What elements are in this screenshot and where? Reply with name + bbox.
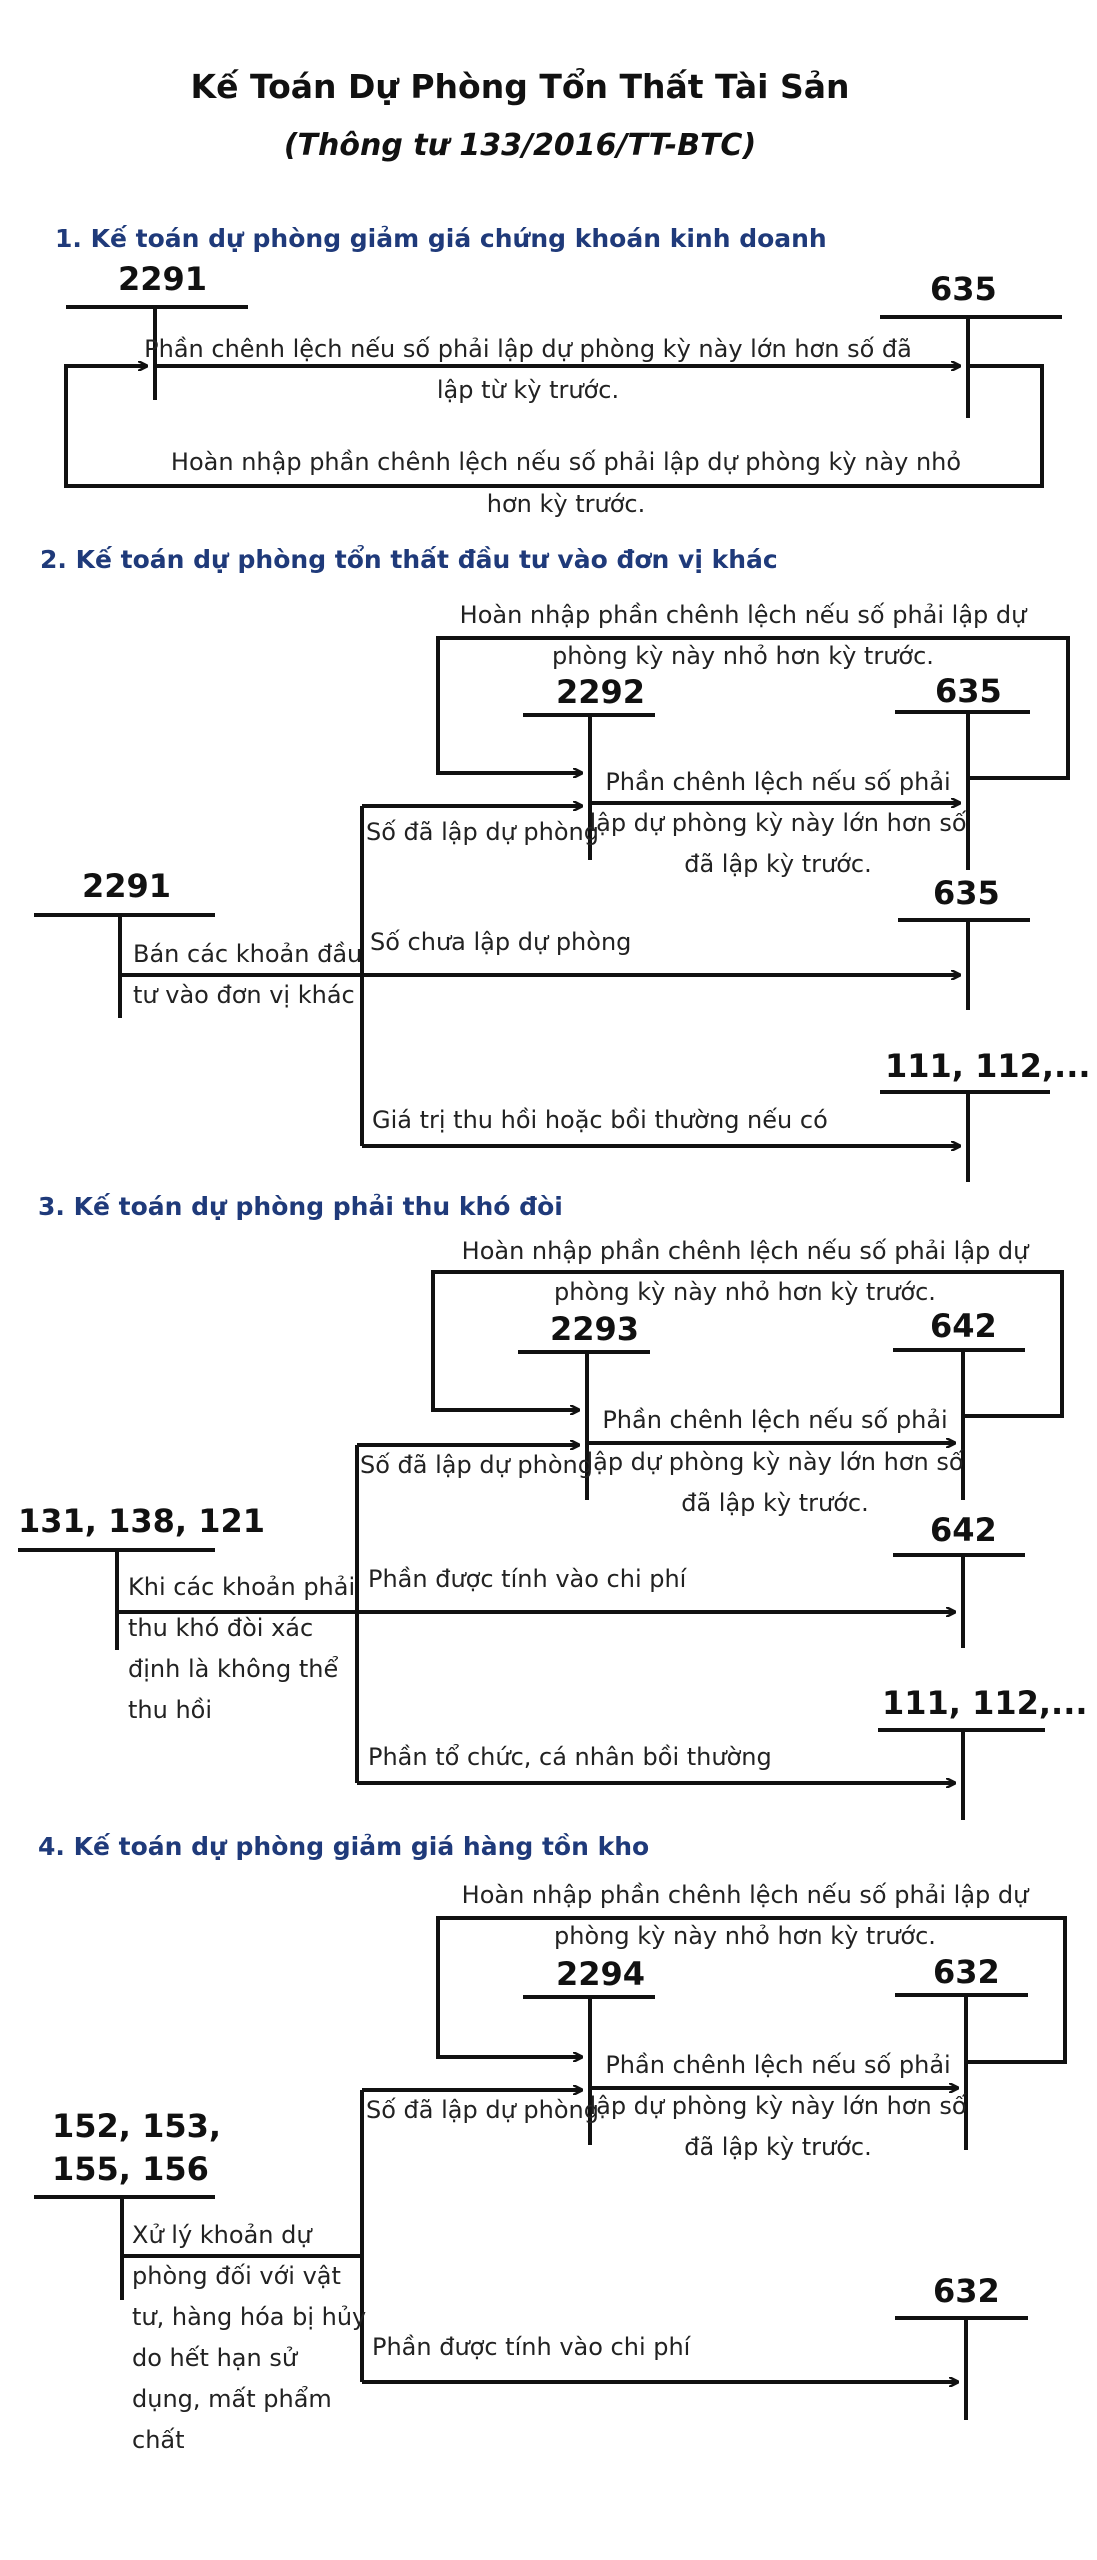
- section-4-heading: 4. Kế toán dự phòng giảm giá hàng tồn kh…: [38, 1832, 649, 1861]
- arrow-label: Phần chênh lệch nếu số phải: [602, 1406, 947, 1434]
- account-111-label: 111, 112,...: [885, 1047, 1091, 1085]
- account-642-label: 642: [930, 1511, 997, 1549]
- arrow-label: Số đã lập dự phòng: [366, 818, 599, 846]
- arrow-label: Hoàn nhập phần chênh lệch nếu số phải lậ…: [462, 1881, 1031, 1909]
- arrow-label: Phần tổ chức, cá nhân bồi thường: [368, 1743, 772, 1771]
- arrow-label: phòng kỳ này nhỏ hơn kỳ trước.: [554, 1278, 936, 1306]
- arrow-label: hơn kỳ trước.: [487, 490, 645, 518]
- section-2-heading: 2. Kế toán dự phòng tổn thất đầu tư vào …: [40, 544, 778, 574]
- arrow-label: lập dự phòng kỳ này lớn hơn số: [586, 1448, 963, 1476]
- arrow-label: lập dự phòng kỳ này lớn hơn số: [589, 2092, 966, 2120]
- account-note: phòng đối với vật: [132, 2262, 341, 2290]
- account-635-label: 635: [935, 672, 1002, 710]
- account-111-label: 111, 112,...: [882, 1684, 1088, 1722]
- account-131-label: 131, 138, 121: [18, 1502, 265, 1540]
- account-2291-label: 2291: [118, 260, 207, 298]
- account-635-label: 635: [930, 270, 997, 308]
- arrow-label: Số đã lập dự phòng: [366, 2096, 599, 2124]
- account-note: Xử lý khoản dự: [132, 2221, 313, 2249]
- account-632-label: 632: [933, 2272, 1000, 2310]
- arrow-label: Phần chênh lệch nếu số phải: [605, 768, 950, 796]
- account-2293-label: 2293: [550, 1310, 639, 1348]
- arrow-label: Số đã lập dự phòng: [360, 1451, 593, 1479]
- arrow-label: Số chưa lập dự phòng: [370, 928, 631, 956]
- arrow-label: Giá trị thu hồi hoặc bồi thường nếu có: [372, 1106, 828, 1134]
- account-note: do hết hạn sử: [132, 2344, 299, 2372]
- page-subtitle: (Thông tư 133/2016/TT-BTC): [284, 128, 756, 163]
- arrow-label: phòng kỳ này nhỏ hơn kỳ trước.: [554, 1922, 936, 1950]
- arrow-reversal: [436, 636, 1070, 780]
- arrow-label: đã lập kỳ trước.: [684, 850, 872, 878]
- account-642-label: 642: [930, 1307, 997, 1345]
- arrow-reversal: [436, 1916, 1067, 2064]
- account-152-label: 152, 153,: [52, 2107, 221, 2145]
- arrow-label: Phần được tính vào chi phí: [368, 1565, 688, 1593]
- account-2292-label: 2292: [556, 673, 645, 711]
- account-note: định là không thể: [128, 1655, 338, 1683]
- section-1-heading: 1. Kế toán dự phòng giảm giá chứng khoán…: [55, 224, 827, 253]
- account-note: thu khó đòi xác: [128, 1614, 313, 1642]
- section-1: 1. Kế toán dự phòng giảm giá chứng khoán…: [55, 224, 1062, 518]
- account-2294-label: 2294: [556, 1955, 645, 1993]
- arrow-label: Hoàn nhập phần chênh lệch nếu số phải lậ…: [460, 601, 1029, 629]
- section-3-heading: 3. Kế toán dự phòng phải thu khó đòi: [38, 1192, 563, 1221]
- arrow-label: Phần được tính vào chi phí: [372, 2333, 692, 2361]
- arrow-provision-reversal: [64, 366, 1044, 488]
- section-3: 3. Kế toán dự phòng phải thu khó đòi Hoà…: [18, 1192, 1088, 1820]
- account-note: tư vào đơn vị khác: [133, 981, 355, 1009]
- arrow-label: Hoàn nhập phần chênh lệch nếu số phải lậ…: [171, 448, 961, 476]
- arrow-reversal: [431, 1270, 1064, 1418]
- section-4: 4. Kế toán dự phòng giảm giá hàng tồn kh…: [34, 1832, 1067, 2454]
- section-2: 2. Kế toán dự phòng tổn thất đầu tư vào …: [34, 544, 1091, 1182]
- account-635-label: 635: [933, 874, 1000, 912]
- account-note: chất: [132, 2426, 185, 2454]
- arrow-label: Phần chênh lệch nếu số phải lập dự phòng…: [144, 335, 912, 363]
- account-note: dụng, mất phẩm: [132, 2385, 332, 2413]
- arrow-label: đã lập kỳ trước.: [681, 1489, 869, 1517]
- account-note: tư, hàng hóa bị hủy: [132, 2303, 366, 2331]
- account-note: Bán các khoản đầu: [133, 940, 362, 968]
- account-2291-label: 2291: [82, 867, 171, 905]
- account-note: Khi các khoản phải: [128, 1573, 355, 1601]
- arrow-label: phòng kỳ này nhỏ hơn kỳ trước.: [552, 642, 934, 670]
- arrow-label: lập dự phòng kỳ này lớn hơn số: [589, 809, 966, 837]
- account-155-label: 155, 156: [52, 2150, 209, 2188]
- page-title: Kế Toán Dự Phòng Tổn Thất Tài Sản: [191, 66, 850, 106]
- account-note: thu hồi: [128, 1696, 212, 1724]
- arrow-label: lập từ kỳ trước.: [437, 376, 619, 404]
- arrow-label: Hoàn nhập phần chênh lệch nếu số phải lậ…: [462, 1237, 1031, 1265]
- arrow-label: Phần chênh lệch nếu số phải: [605, 2051, 950, 2079]
- arrow-label: đã lập kỳ trước.: [684, 2133, 872, 2161]
- account-632-label: 632: [933, 1953, 1000, 1991]
